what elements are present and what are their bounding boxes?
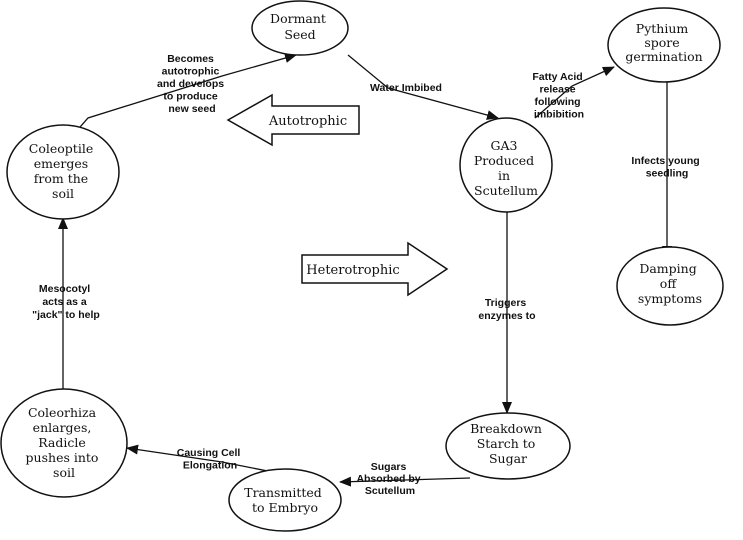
coleorhiza-node bbox=[0, 388, 128, 498]
ga3-text: GA3 Produced in Scutellum bbox=[474, 138, 538, 198]
sugars-label: Sugars Absorbed by Scutellum bbox=[356, 461, 423, 497]
breakdown-text: Breakdown Starch to Sugar bbox=[470, 421, 546, 466]
coleorhiza-text: Coleorhiza enlarges, Radicle pushes into… bbox=[26, 405, 103, 480]
damping-text: Damping off symptoms bbox=[638, 261, 702, 306]
edge-water-imbibed bbox=[347, 54, 499, 120]
embryo-node bbox=[228, 468, 342, 532]
dormant-seed-text: Dormant Seed bbox=[270, 11, 330, 42]
edge-causing bbox=[126, 444, 284, 475]
pythium-text: Pythium spore germination bbox=[625, 21, 702, 64]
infects-label: Infects young seedling bbox=[631, 155, 702, 180]
coleoptile-text: Coleoptile emerges from the soil bbox=[29, 141, 97, 201]
autotrophic-arrow: Autotrophic bbox=[226, 93, 360, 147]
embryo-text: Transmitted to Embryo bbox=[244, 485, 326, 515]
causing-label: Causing Cell Elongation bbox=[177, 447, 244, 472]
mesocotyl-label: Mesocotyl acts as a "jack" to help bbox=[32, 283, 100, 321]
edge-sugars bbox=[339, 476, 471, 487]
heterotrophic-arrow: Heterotrophic bbox=[301, 241, 449, 297]
damping-node bbox=[616, 246, 724, 326]
edge-fatty-acid bbox=[534, 66, 615, 119]
coleoptile-node bbox=[6, 124, 120, 220]
triggers-label: Triggers enzymes to bbox=[478, 297, 535, 322]
water-imbibed-label: Water Imbibed bbox=[370, 82, 442, 94]
ga3-node bbox=[459, 117, 553, 213]
dormant-seed-node bbox=[251, 0, 349, 56]
heterotrophic-label: Heterotrophic bbox=[306, 263, 399, 278]
becomes-autotrophic-label: Becomes autotrophic and develops to prod… bbox=[157, 53, 227, 115]
fatty-acid-label: Fatty Acid release following imbibition bbox=[532, 71, 585, 121]
autotrophic-label: Autotrophic bbox=[268, 114, 347, 129]
pythium-node bbox=[607, 7, 721, 83]
breakdown-node bbox=[445, 412, 571, 480]
